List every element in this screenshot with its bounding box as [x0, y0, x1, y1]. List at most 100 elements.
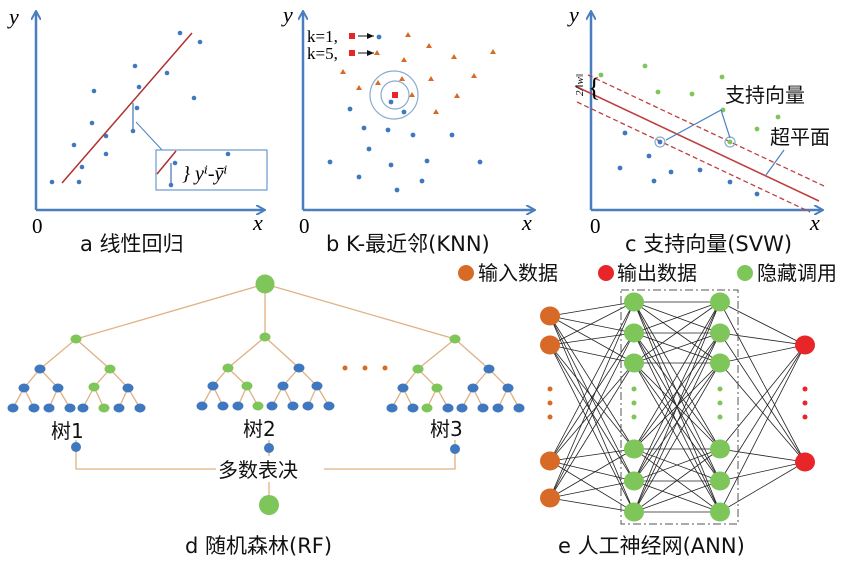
class-triangle-point: [356, 85, 362, 90]
tree1-label: 树1: [51, 419, 84, 443]
ann-connection: [549, 301, 635, 346]
hidden-node: [624, 502, 644, 522]
data-point: [134, 105, 140, 111]
legend: 输入数据 输出数据 隐藏调用: [458, 261, 837, 285]
ann-connection: [549, 480, 635, 499]
positive-class-point: [775, 114, 781, 120]
data-point: [71, 142, 77, 148]
data-point: [191, 95, 197, 101]
regression-line: [61, 32, 193, 184]
k1-radius: [380, 80, 410, 110]
output-node: [795, 335, 815, 355]
tree-node: [34, 364, 46, 374]
tree-edge: [264, 336, 300, 369]
query-point-icon: [349, 33, 355, 39]
positive-class-point: [727, 139, 733, 145]
tree-edge: [454, 338, 490, 370]
input-node: [540, 306, 560, 326]
tree-root-node: [70, 334, 82, 344]
class-triangle-point: [426, 43, 432, 48]
class-triangle-point: [433, 109, 439, 114]
data-point: [49, 179, 55, 185]
forest-trees: [7, 274, 525, 413]
data-points: [327, 32, 496, 193]
data-points: [49, 30, 231, 185]
tree-edge: [227, 336, 266, 369]
class-triangle-point: [454, 93, 460, 98]
ann-connection: [549, 301, 635, 462]
k5-radius: [369, 70, 419, 120]
positive-class-point: [689, 91, 695, 97]
tree-leaf-node: [477, 403, 489, 413]
ann-connection: [549, 460, 635, 513]
tree-leaf-node: [492, 403, 504, 413]
k5-label: k=5,: [307, 44, 338, 63]
x-axis-label: x: [252, 210, 263, 235]
tree-leaf-node: [302, 401, 314, 411]
panel-ann: e 人工神经网(ANN): [540, 289, 815, 558]
ann-connection: [549, 301, 635, 499]
ann-connection: [719, 332, 806, 346]
tree3-label: 树3: [430, 417, 463, 441]
tree-leaf-node: [456, 403, 468, 413]
ellipsis-dot: [631, 386, 637, 392]
negative-class-point: [727, 179, 733, 185]
data-point: [197, 39, 203, 45]
tree-node: [502, 383, 514, 393]
data-point: [103, 151, 109, 157]
class-triangle-point: [375, 80, 381, 85]
y-axis-label: y: [7, 4, 19, 29]
negative-class-point: [651, 178, 657, 184]
panel-linear-regression: y x 0 } yⁱ-ȳⁱ a 线性回归: [7, 4, 268, 256]
class-circle-point: [419, 178, 425, 184]
positive-class-point: [655, 89, 661, 95]
tree-leaf-node: [442, 403, 454, 413]
tree-node: [397, 383, 409, 393]
tree-root-node: [449, 334, 461, 344]
origin-label: 0: [32, 214, 43, 238]
data-point: [225, 151, 231, 157]
tree-edge: [75, 338, 111, 370]
ann-connection: [719, 301, 806, 463]
tree-node: [122, 383, 134, 393]
class-circle-point: [356, 174, 362, 180]
tree-leaf-node: [28, 403, 40, 413]
input-node: [540, 488, 560, 508]
ellipsis-dot: [717, 400, 723, 406]
tree-leaf-node: [217, 401, 229, 411]
tree-leaf-node: [513, 403, 525, 413]
tree-node: [483, 364, 495, 374]
ann-connection: [549, 315, 635, 364]
tree-node: [311, 381, 323, 391]
ann-connection: [549, 362, 635, 499]
tree-leaf-node: [77, 403, 89, 413]
positive-class-point: [754, 126, 760, 132]
ann-connection: [549, 315, 635, 334]
ellipsis-dot: [802, 400, 808, 406]
ann-connection: [719, 461, 806, 513]
class-circle-point: [394, 187, 400, 193]
support-vector-label: 支持向量: [725, 83, 805, 107]
tree-output-node: [450, 444, 460, 454]
class-circle-point: [385, 127, 391, 133]
class-triangle-point: [490, 49, 496, 54]
class-circle-point: [327, 159, 333, 165]
tree-leaf-node: [113, 403, 125, 413]
ann-connection: [633, 301, 721, 334]
class-triangle-point: [409, 92, 415, 97]
ellipsis-dot: [362, 365, 368, 371]
zoom-fit-line: [156, 150, 177, 175]
data-point: [91, 88, 97, 94]
tree-leaf-node: [323, 401, 335, 411]
ellipsis-dot: [547, 386, 553, 392]
ellipsis-dot: [342, 365, 348, 371]
origin-label: 0: [299, 214, 310, 238]
tree-node: [222, 363, 234, 373]
class-circle-point: [477, 159, 483, 165]
positive-class-point: [598, 72, 604, 78]
ellipsis-dot: [717, 386, 723, 392]
x-axis-label: x: [809, 210, 820, 235]
residual-label: } yⁱ-ȳⁱ: [182, 163, 227, 185]
legend-output-swatch: [598, 265, 614, 281]
class-triangle-point: [401, 57, 407, 62]
